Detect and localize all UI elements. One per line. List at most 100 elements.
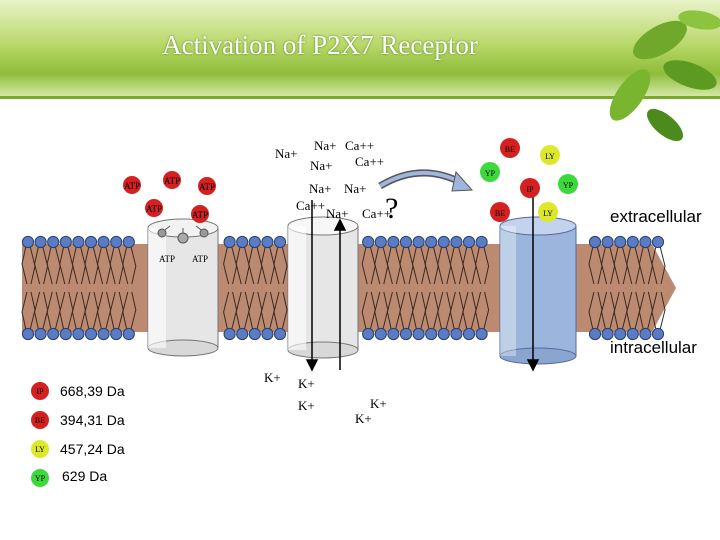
lipid-head (110, 235, 123, 249)
lipid-tail (109, 245, 116, 285)
lipid-tail (260, 291, 267, 331)
atp-label: ATP (192, 254, 208, 264)
lipid-tail (659, 245, 666, 285)
lipid-head (248, 327, 261, 341)
lipid-tail (223, 291, 230, 331)
membrane-arrow-tip (652, 244, 676, 332)
lipid-head (639, 327, 652, 341)
lipid-head (261, 327, 274, 341)
lipid-tail (21, 291, 28, 331)
lipid-tail (71, 245, 78, 285)
lipid-tail (84, 245, 91, 285)
dye-molecule: LY (540, 145, 560, 165)
ion-label: K+ (298, 398, 315, 413)
lipid-tail (374, 245, 381, 285)
atp-label: ATP (164, 176, 180, 186)
lipid-head (387, 327, 400, 341)
lipid-head (72, 327, 85, 341)
legend-item: LY 457,24 Da (31, 440, 125, 458)
lipid-head (588, 235, 602, 249)
lipid-tail (281, 245, 288, 285)
lipid-head (475, 235, 488, 249)
lipid-head (425, 327, 438, 341)
legend-tag: YP (35, 474, 46, 483)
lipid-tail (97, 291, 104, 331)
lipid-head (47, 235, 60, 249)
lipid-head (21, 235, 35, 249)
dye-label: BE (495, 209, 505, 218)
atp-molecule: ATP (163, 171, 181, 189)
dye-label: YP (563, 181, 574, 190)
lipid-head (97, 235, 110, 249)
lipid-head (34, 235, 47, 249)
lipid-head (450, 327, 463, 341)
large-pore-channel (499, 216, 577, 365)
lipid-head (110, 327, 123, 341)
lipid-tail (273, 291, 280, 331)
lipid-tail (588, 291, 595, 331)
legend-tag: BE (35, 416, 45, 425)
lipid-tail (613, 245, 620, 285)
lipid-head (614, 235, 627, 249)
lipid-tail (235, 291, 242, 331)
lipid-tail (424, 245, 431, 285)
lipid-head (412, 235, 425, 249)
lipid-head (248, 235, 261, 249)
extracellular-label: extracellular (610, 207, 702, 226)
lipid-tail (34, 291, 41, 331)
legend-tag: LY (35, 445, 45, 454)
ion-label: K+ (298, 376, 315, 391)
lipid-tail (223, 245, 230, 285)
intracellular-label: intracellular (610, 338, 697, 357)
pore-channel (287, 216, 359, 359)
lipid-head (273, 235, 287, 249)
lipid-heads (21, 235, 665, 341)
ion-flow-arrows (305, 200, 347, 372)
lipid-tail (374, 291, 381, 331)
lipid-head (362, 235, 375, 249)
lipid-head (374, 235, 387, 249)
dye-label: LY (545, 152, 555, 161)
lipid-head (261, 235, 274, 249)
lipid-tail (638, 291, 645, 331)
legend-value: 394,31 Da (60, 412, 125, 428)
atp-label: ATP (199, 182, 215, 192)
lipid-tail (122, 245, 129, 285)
lipid-tail (273, 245, 280, 285)
lipid-head (626, 327, 639, 341)
lipid-head (223, 327, 236, 341)
dye-molecule: IP (520, 178, 540, 198)
lipid-tail (386, 245, 393, 285)
lipid-head (223, 235, 236, 249)
lipid-tail (424, 291, 431, 331)
lipid-tail (97, 245, 104, 285)
lipid-tail (601, 245, 608, 285)
p2x7-channel (147, 218, 219, 357)
lipid-tail (281, 291, 288, 331)
lipid-tail (260, 245, 267, 285)
lipid-tail (21, 245, 28, 285)
lipid-head (47, 327, 60, 341)
header-banner (0, 0, 720, 98)
legend-item: IP 668,39 Da (31, 382, 125, 400)
lipid-head (59, 235, 72, 249)
lipid-head (122, 327, 135, 341)
atp-label: ATP (124, 181, 140, 191)
lipid-tail (475, 245, 482, 285)
dye-label: BE (505, 145, 515, 154)
ion-label: Na+ (275, 146, 298, 161)
lipid-tail (84, 291, 91, 331)
legend-value: 629 Da (62, 468, 107, 484)
atp-label: ATP (192, 210, 208, 220)
lipid-head (399, 327, 413, 341)
lipid-tail (399, 245, 406, 285)
dye-molecule: YP (558, 174, 578, 194)
lipid-head (374, 327, 387, 341)
large-pore-arrow (526, 196, 540, 372)
lipid-tail (361, 245, 368, 285)
lipid-tail (71, 291, 78, 331)
lipid-tail (412, 291, 419, 331)
ion-label: Na+ (326, 206, 349, 221)
ion-label: K+ (355, 411, 372, 426)
lipid-tails (21, 245, 666, 331)
